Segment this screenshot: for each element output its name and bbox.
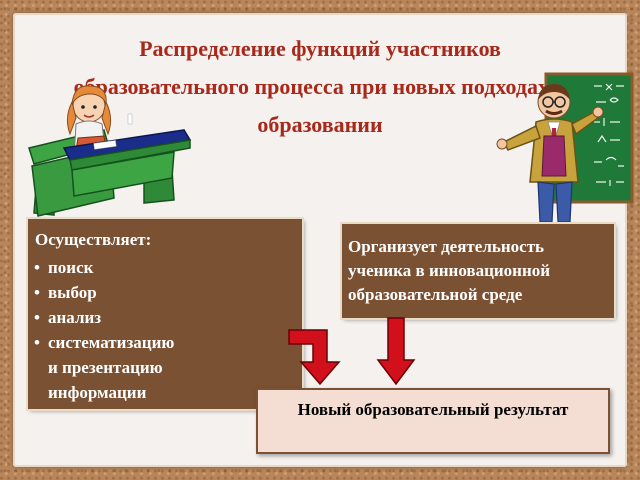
teacher-function-box: Организует деятельность ученика в иннова… — [342, 224, 614, 318]
bent-arrow-icon — [288, 329, 341, 386]
bullet-icon: • — [34, 308, 40, 327]
functions-heading: Осуществляет: — [35, 230, 152, 249]
student-functions-box: Осуществляет: •поиск •выбор •анализ •сис… — [28, 219, 302, 409]
teacher-function-text: Организует деятельность ученика в иннова… — [348, 237, 551, 304]
result-text: Новый образовательный результат — [297, 400, 569, 419]
list-item: •анализ — [34, 305, 174, 330]
bullet-icon: • — [34, 258, 40, 277]
teacher-at-blackboard-illustration — [496, 72, 634, 223]
slide-title: Распределение функций участников образов… — [73, 36, 567, 137]
list-item: •систематизацию и презентацию информации — [34, 330, 174, 405]
list-item: •выбор — [34, 280, 174, 305]
functions-list: •поиск •выбор •анализ •систематизацию и … — [34, 255, 174, 405]
student-at-desk-illustration — [28, 85, 192, 217]
down-arrow-icon — [376, 317, 416, 386]
list-item-continuation: и презентацию — [48, 358, 163, 377]
bullet-icon: • — [34, 283, 40, 302]
list-item: •поиск — [34, 255, 174, 280]
result-box: Новый образовательный результат — [256, 388, 610, 454]
bullet-icon: • — [34, 333, 40, 352]
list-item-continuation: информации — [48, 383, 147, 402]
